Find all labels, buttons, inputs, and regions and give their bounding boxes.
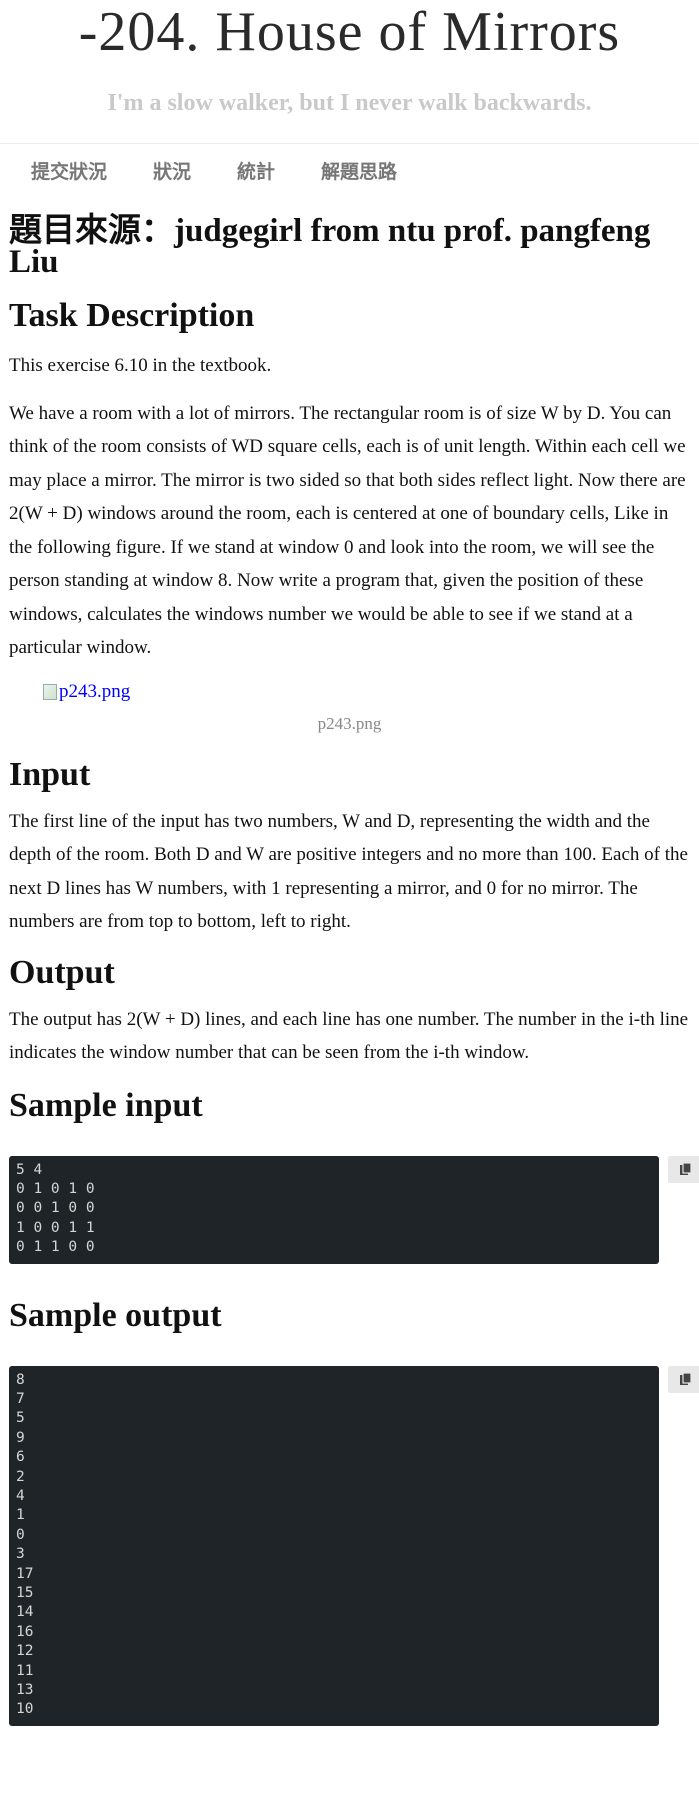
site-tagline: I'm a slow walker, but I never walk back… (107, 90, 592, 116)
site-title[interactable]: -204. House of Mirrors (78, 1, 621, 63)
sample-output-code[interactable]: 8 7 5 9 6 2 4 1 0 3 17 15 14 16 12 11 13… (9, 1365, 659, 1726)
input-body: The first line of the input has two numb… (9, 810, 688, 933)
nav-item-submission-status[interactable]: 提交狀況 (31, 160, 108, 183)
copy-sample-input-button[interactable] (668, 1155, 699, 1183)
output-body: The output has 2(W + D) lines, and each … (9, 1008, 689, 1064)
figure: p243.png (9, 681, 690, 703)
sample-input-code[interactable]: 5 4 0 1 0 1 0 0 0 1 0 0 1 0 0 1 1 0 1 1 … (9, 1155, 659, 1264)
nav-item-solution-ideas[interactable]: 解題思路 (321, 160, 398, 183)
problem-nav: 提交狀況 狀況 統計 解題思路 (0, 144, 699, 196)
input-heading: Input (9, 755, 91, 793)
nav-item-statistics[interactable]: 統計 (237, 160, 276, 183)
output-heading: Output (9, 953, 115, 991)
site-header: -204. House of Mirrors I'm a slow walker… (0, 0, 699, 144)
broken-image[interactable]: p243.png (43, 681, 130, 703)
broken-image-icon (43, 683, 57, 700)
sample-input-heading: Sample input (9, 1086, 203, 1124)
task-description-body: We have a room with a lot of mirrors. Th… (9, 402, 686, 659)
task-description-heading: Task Description (9, 297, 255, 334)
clipboard-copy-icon (680, 1372, 692, 1385)
task-intro: This exercise 6.10 in the textbook. (9, 355, 272, 376)
nav-item-status[interactable]: 狀況 (153, 160, 192, 183)
sample-output-container: 8 7 5 9 6 2 4 1 0 3 17 15 14 16 12 11 13… (9, 1365, 699, 1726)
figure-caption: p243.png (317, 713, 382, 733)
problem-source-heading: 題目來源：judgegirl from ntu prof. pangfeng L… (9, 213, 651, 280)
clipboard-copy-icon (680, 1162, 692, 1175)
problem-content: 題目來源：judgegirl from ntu prof. pangfeng L… (0, 213, 699, 1726)
copy-sample-output-button[interactable] (668, 1365, 699, 1393)
sample-input-container: 5 4 0 1 0 1 0 0 0 1 0 0 1 0 0 1 1 0 1 1 … (9, 1155, 699, 1264)
sample-output-heading: Sample output (9, 1296, 222, 1334)
